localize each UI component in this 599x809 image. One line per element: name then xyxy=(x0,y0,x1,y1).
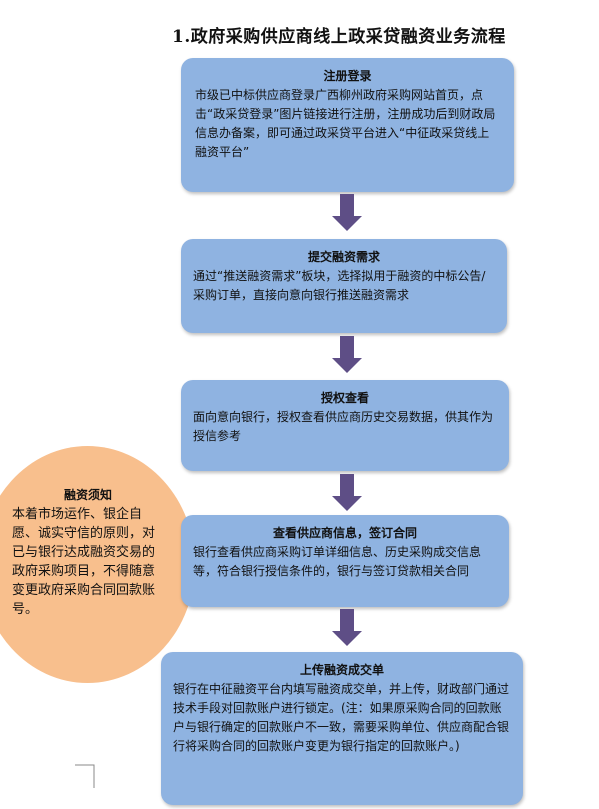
financing-notice-title: 融资须知 xyxy=(63,488,112,502)
step-upload-deal-text: 银行在中征融资平台内填写融资成交单，并上传，财政部门通过技术手段对回款账户进行锁… xyxy=(173,682,510,753)
down-arrow-icon xyxy=(332,194,362,231)
down-arrow-icon xyxy=(332,474,362,511)
step-submit-demand-text: 通过“推送融资需求”板块，选择拟用于融资的中标公告/采购订单，直接向意向银行推送… xyxy=(193,269,486,302)
step-upload-deal-box: 上传融资成交单 银行在中征融资平台内填写融资成交单，并上传，财政部门通过技术手段… xyxy=(161,652,523,805)
step-contract-text: 银行查看供应商采购订单详细信息、历史采购成交信息等，符合银行授信条件的，银行与签… xyxy=(193,545,482,578)
step-register-title: 注册登录 xyxy=(323,69,372,83)
step-register-box: 注册登录 市级已中标供应商登录广西柳州政府采购网站首页，点击“政采贷登录”图片链… xyxy=(181,58,514,192)
down-arrow-icon xyxy=(332,609,362,646)
step-submit-demand-title: 提交融资需求 xyxy=(307,250,380,264)
page-title: 1.政府采购供应商线上政采贷融资业务流程 xyxy=(172,27,506,47)
page-corner-mark xyxy=(75,764,95,788)
down-arrow-icon xyxy=(332,336,362,373)
step-submit-demand-box: 提交融资需求 通过“推送融资需求”板块，选择拟用于融资的中标公告/采购订单，直接… xyxy=(181,239,507,333)
financing-notice-shape xyxy=(0,446,195,683)
step-register-text: 市级已中标供应商登录广西柳州政府采购网站首页，点击“政采贷登录”图片链接进行注册… xyxy=(195,88,496,159)
financing-notice-text: 本着市场运作、银企自愿、诚实守信的原则，对已与银行达成融资交易的政府采购项目，不… xyxy=(12,507,156,617)
step-authorize-box: 授权查看 面向意向银行，授权查看供应商历史交易数据，供其作为授信参考 xyxy=(181,380,509,471)
step-contract-box: 查看供应商信息，签订合同 银行查看供应商采购订单详细信息、历史采购成交信息等，符… xyxy=(181,515,509,607)
step-authorize-text: 面向意向银行，授权查看供应商历史交易数据，供其作为授信参考 xyxy=(193,410,494,443)
step-authorize-title: 授权查看 xyxy=(320,391,369,405)
financing-notice: 融资须知 本着市场运作、银企自愿、诚实守信的原则，对已与银行达成融资交易的政府采… xyxy=(12,486,164,619)
step-contract-title: 查看供应商信息，签订合同 xyxy=(272,526,417,540)
step-upload-deal-title: 上传融资成交单 xyxy=(299,663,384,677)
